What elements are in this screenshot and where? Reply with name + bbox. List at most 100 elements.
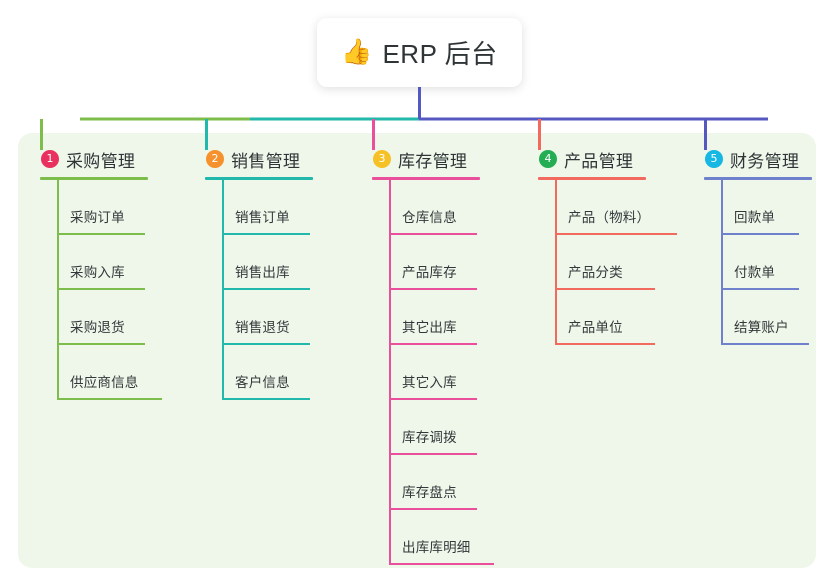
column-number-badge: 5: [705, 150, 723, 168]
leaf-item-label: 销售退货: [235, 320, 290, 335]
column-header-rule: [704, 177, 812, 180]
leaf-item[interactable]: 销售订单: [205, 180, 313, 235]
column-header-rule: [205, 177, 313, 180]
leaf-item-rule: [222, 288, 310, 290]
leaf-item-label: 产品（物料）: [568, 210, 651, 225]
diagram-background-panel: [18, 133, 816, 568]
leaf-item-rule: [57, 233, 145, 235]
leaf-item-rule: [57, 398, 162, 400]
leaf-item-rule: [389, 233, 477, 235]
column-header-rule: [40, 177, 148, 180]
column-header[interactable]: 3 库存管理: [372, 145, 480, 173]
leaf-item[interactable]: 出库库明细: [372, 510, 494, 565]
leaf-item[interactable]: 结算账户: [704, 290, 812, 345]
column-title: 产品管理: [564, 151, 634, 171]
leaf-item-rule: [555, 288, 655, 290]
column-items: 仓库信息产品库存其它出库其它入库库存调拨库存盘点出库库明细: [372, 180, 494, 565]
leaf-item-label: 销售订单: [235, 210, 290, 225]
root-node[interactable]: 👍 ERP 后台: [317, 18, 522, 87]
column-header[interactable]: 4 产品管理: [538, 145, 646, 173]
leaf-item[interactable]: 产品单位: [538, 290, 655, 345]
leaf-item-rule: [389, 343, 477, 345]
leaf-item[interactable]: 采购入库: [40, 235, 148, 290]
leaf-item-rule: [389, 453, 477, 455]
leaf-item-rule: [389, 288, 477, 290]
leaf-item-rule: [57, 288, 145, 290]
column-spine: [389, 180, 391, 565]
column-header-rule: [538, 177, 646, 180]
leaf-item-rule: [389, 563, 494, 565]
leaf-item-label: 库存盘点: [402, 485, 457, 500]
leaf-item-rule: [555, 233, 677, 235]
column-2: 2 销售管理销售订单销售出库销售退货客户信息: [205, 145, 313, 400]
leaf-item-rule: [721, 233, 799, 235]
leaf-item[interactable]: 其它入库: [372, 345, 480, 400]
leaf-item-label: 库存调拨: [402, 430, 457, 445]
leaf-item-label: 产品库存: [402, 265, 457, 280]
column-5: 5 财务管理回款单付款单结算账户: [704, 145, 812, 345]
leaf-item[interactable]: 库存调拨: [372, 400, 480, 455]
column-title: 库存管理: [398, 151, 468, 171]
leaf-item-rule: [222, 398, 310, 400]
leaf-item-label: 采购订单: [70, 210, 125, 225]
leaf-item-label: 结算账户: [734, 320, 789, 335]
leaf-item[interactable]: 产品分类: [538, 235, 655, 290]
leaf-item[interactable]: 仓库信息: [372, 180, 480, 235]
leaf-item[interactable]: 回款单: [704, 180, 812, 235]
leaf-item[interactable]: 供应商信息: [40, 345, 162, 400]
leaf-item[interactable]: 产品库存: [372, 235, 480, 290]
column-header[interactable]: 1 采购管理: [40, 145, 148, 173]
leaf-item-label: 采购入库: [70, 265, 125, 280]
leaf-item-label: 销售出库: [235, 265, 290, 280]
column-header[interactable]: 2 销售管理: [205, 145, 313, 173]
leaf-item-label: 出库库明细: [402, 540, 471, 555]
leaf-item[interactable]: 销售退货: [205, 290, 313, 345]
column-3: 3 库存管理仓库信息产品库存其它出库其它入库库存调拨库存盘点出库库明细: [372, 145, 494, 565]
leaf-item-rule: [721, 288, 799, 290]
leaf-item-rule: [222, 233, 310, 235]
leaf-item-label: 回款单: [734, 210, 776, 225]
column-number-badge: 3: [373, 150, 391, 168]
leaf-item[interactable]: 付款单: [704, 235, 812, 290]
column-header[interactable]: 5 财务管理: [704, 145, 812, 173]
leaf-item-rule: [555, 343, 655, 345]
leaf-item-label: 产品单位: [568, 320, 623, 335]
leaf-item-label: 其它入库: [402, 375, 457, 390]
column-number-badge: 2: [206, 150, 224, 168]
column-items: 回款单付款单结算账户: [704, 180, 812, 345]
column-items: 采购订单采购入库采购退货供应商信息: [40, 180, 162, 400]
leaf-item[interactable]: 采购退货: [40, 290, 148, 345]
leaf-item-label: 其它出库: [402, 320, 457, 335]
leaf-item-label: 客户信息: [235, 375, 290, 390]
leaf-item-rule: [57, 343, 145, 345]
leaf-item[interactable]: 销售出库: [205, 235, 313, 290]
root-node-label: ERP 后台: [382, 39, 498, 69]
leaf-item-label: 采购退货: [70, 320, 125, 335]
leaf-item[interactable]: 产品（物料）: [538, 180, 677, 235]
leaf-item-rule: [389, 508, 477, 510]
leaf-item-label: 供应商信息: [70, 375, 139, 390]
column-4: 4 产品管理产品（物料） 产品分类产品单位: [538, 145, 677, 345]
leaf-item[interactable]: 采购订单: [40, 180, 148, 235]
column-number-badge: 4: [539, 150, 557, 168]
column-title: 采购管理: [66, 151, 136, 171]
leaf-item-label: 产品分类: [568, 265, 623, 280]
column-spine: [57, 180, 59, 400]
leaf-item[interactable]: 客户信息: [205, 345, 313, 400]
leaf-item-rule: [389, 398, 477, 400]
leaf-item-rule: [721, 343, 809, 345]
leaf-item[interactable]: 其它出库: [372, 290, 480, 345]
column-title: 销售管理: [231, 151, 301, 171]
thumbs-up-icon: 👍: [341, 38, 373, 66]
leaf-item-label: 付款单: [734, 265, 776, 280]
column-spine: [222, 180, 224, 400]
column-title: 财务管理: [730, 151, 800, 171]
leaf-item[interactable]: 库存盘点: [372, 455, 480, 510]
column-spine: [721, 180, 723, 345]
column-1: 1 采购管理采购订单采购入库采购退货供应商信息: [40, 145, 162, 400]
column-number-badge: 1: [41, 150, 59, 168]
column-items: 产品（物料） 产品分类产品单位: [538, 180, 677, 345]
leaf-item-label: 仓库信息: [402, 210, 457, 225]
column-items: 销售订单销售出库销售退货客户信息: [205, 180, 313, 400]
